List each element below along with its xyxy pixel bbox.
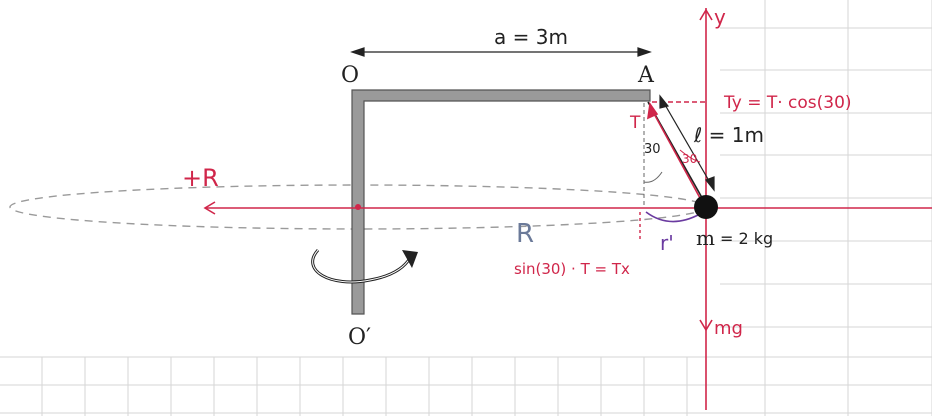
axis-point (355, 204, 361, 210)
label-mass-value: = 2 kg (720, 229, 773, 248)
r-prime-arc (645, 211, 701, 223)
label-T: T (629, 113, 641, 133)
x-axis-red (203, 201, 932, 215)
label-A: A (637, 63, 655, 88)
label-m: m (696, 226, 715, 250)
label-angle-1: 30 (644, 142, 661, 157)
length-arrow (659, 94, 715, 192)
rotation-arrow-outline (312, 249, 411, 283)
mass-ball (694, 195, 718, 219)
mg-arrow (699, 319, 713, 332)
rotation-arrowhead (402, 250, 418, 268)
label-O-prime: O′ (348, 325, 371, 350)
label-Tx: sin(30) · T = Tx (514, 260, 630, 278)
label-R: R (516, 219, 534, 249)
label-angle-2: 30 (682, 152, 697, 166)
label-y: y (714, 5, 726, 29)
dimension-a (350, 47, 652, 57)
angle-arc-2 (679, 149, 701, 163)
frame-shape (351, 89, 651, 315)
label-Ty: Ty = T· cos(30) (723, 93, 852, 113)
tension-arrow (647, 101, 701, 199)
label-O: O (341, 63, 359, 88)
label-l: ℓ = 1m (693, 123, 764, 147)
label-a: a = 3m (494, 25, 568, 49)
angle-arc-1 (643, 171, 663, 183)
label-mg: mg (714, 318, 743, 339)
rotating-frame (351, 89, 651, 315)
label-r-prime: r' (660, 231, 674, 255)
label-plus-R: +R (182, 164, 219, 192)
